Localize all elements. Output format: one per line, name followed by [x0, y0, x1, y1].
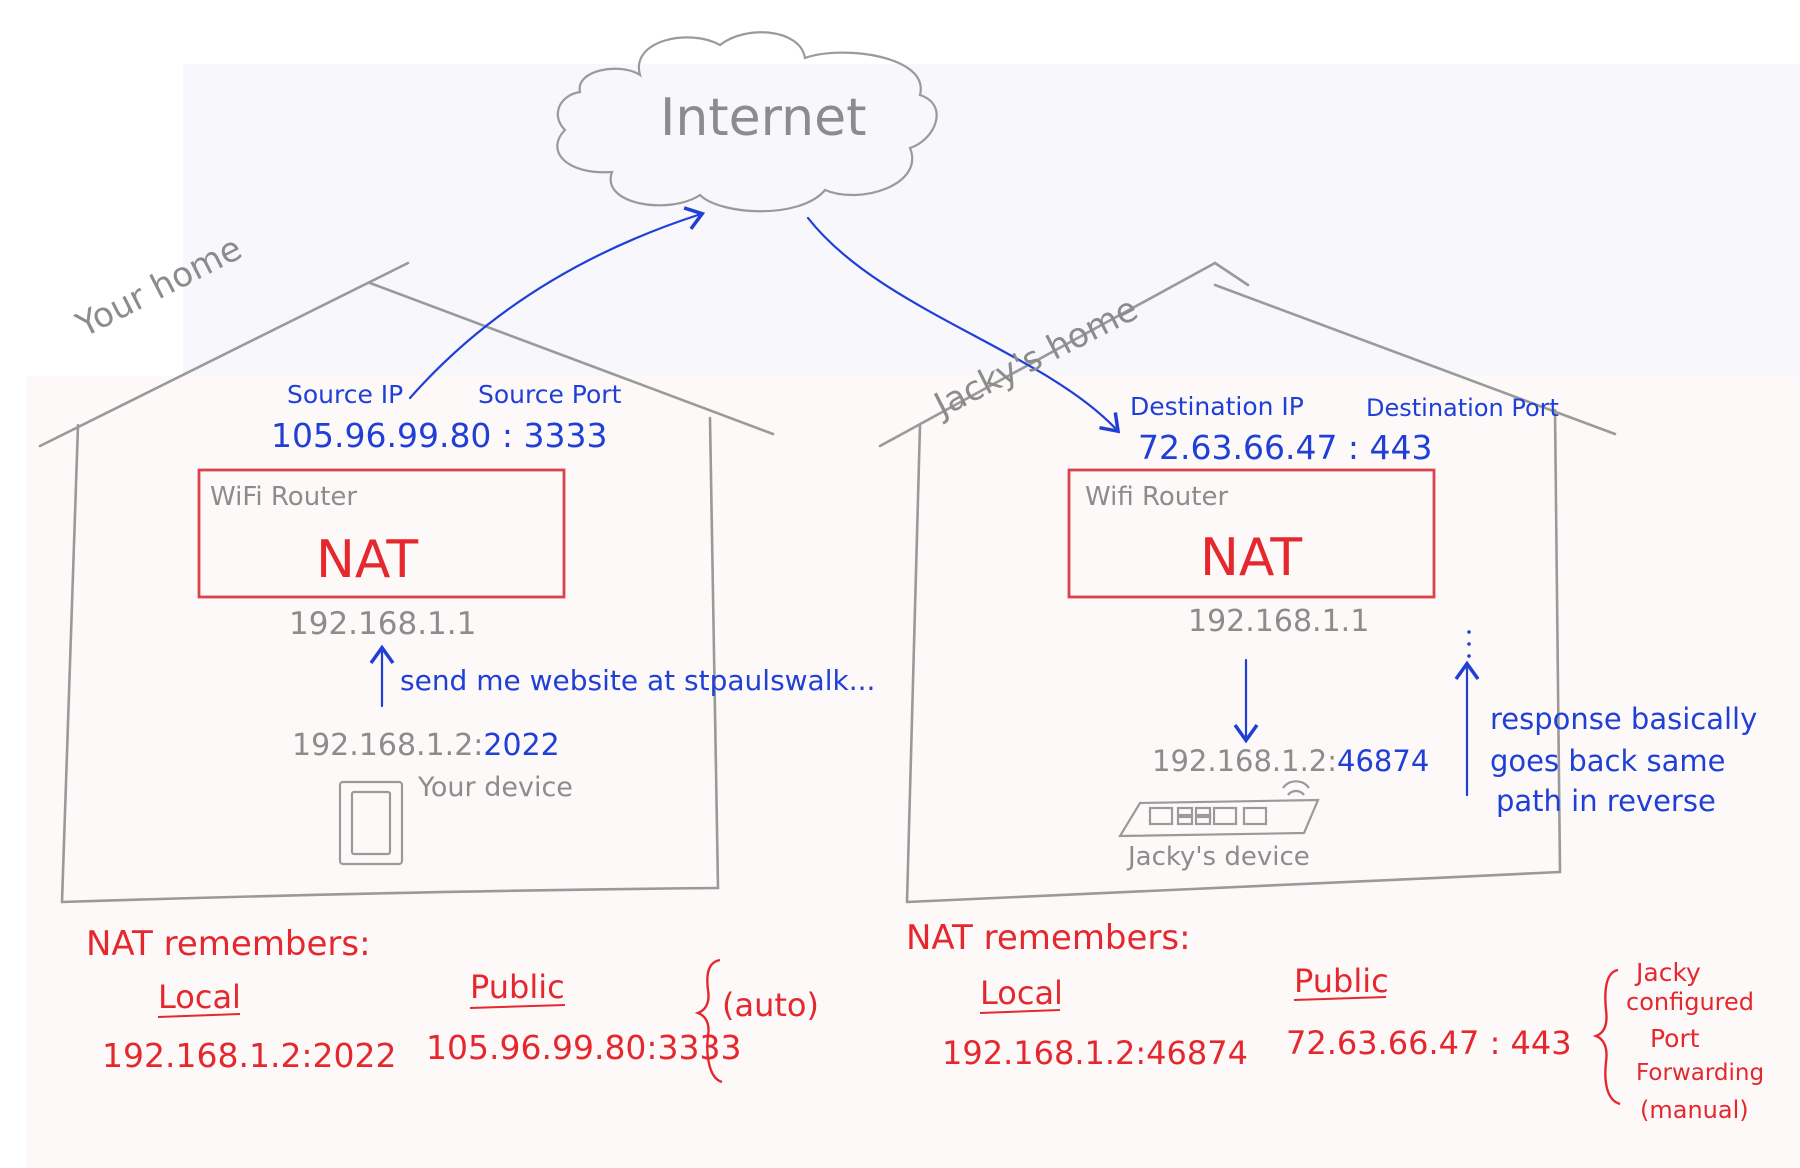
right-local-header: Local	[980, 974, 1063, 1012]
left-local-header: Local	[158, 978, 241, 1016]
background-tint-top	[183, 64, 1800, 376]
port-forwarding-note-3: Port	[1650, 1024, 1700, 1053]
left-house-outline	[38, 261, 775, 904]
right-device-ip: 192.168.1.2:	[1152, 744, 1338, 778]
internet-to-jacky-arrow	[806, 216, 1121, 434]
right-nat-label: NAT	[1200, 528, 1303, 588]
left-public-value: 105.96.99.80:3333	[426, 1028, 742, 1067]
left-local-value: 192.168.1.2:2022	[102, 1036, 397, 1075]
left-router-ip: 192.168.1.1	[289, 606, 477, 642]
destination-port-label: Destination Port	[1366, 394, 1559, 422]
response-note-line-2: goes back same	[1490, 744, 1726, 778]
port-forwarding-note-1: Jacky	[1636, 958, 1701, 987]
port-forwarding-note-5: (manual)	[1640, 1096, 1749, 1124]
destination-ip-label: Destination IP	[1130, 392, 1304, 421]
phone-icon	[338, 780, 404, 866]
internet-label: Internet	[660, 88, 867, 148]
destination-public-address: 72.63.66.47 : 443	[1138, 428, 1433, 467]
left-nat-label: NAT	[316, 530, 419, 590]
left-router-label: WiFi Router	[210, 482, 358, 512]
right-public-header: Public	[1294, 962, 1389, 1000]
left-brace	[694, 958, 723, 1084]
response-note-line-1: response basically	[1490, 702, 1758, 736]
left-device-address: 192.168.1.2:2022	[292, 728, 560, 763]
left-public-header: Public	[470, 968, 565, 1006]
left-nat-remembers-title: NAT remembers:	[86, 924, 371, 964]
right-house-outline	[878, 261, 1617, 904]
source-port-label: Source Port	[478, 380, 622, 409]
source-public-address: 105.96.99.80 : 3333	[271, 416, 608, 455]
right-local-value: 192.168.1.2:46874	[942, 1034, 1248, 1072]
right-device-port: 46874	[1337, 744, 1430, 778]
response-note-line-3: path in reverse	[1496, 784, 1716, 818]
port-forwarding-note-2: configured	[1626, 988, 1754, 1016]
background-tint-bottom	[26, 376, 1800, 1168]
source-ip-label: Source IP	[287, 380, 404, 409]
left-auto-note: (auto)	[722, 986, 819, 1024]
request-text: send me website at stpaulswalk...	[400, 664, 876, 697]
right-nat-remembers-title: NAT remembers:	[906, 918, 1191, 958]
right-device-label: Jacky's device	[1128, 842, 1310, 872]
response-dots	[1467, 630, 1471, 658]
right-router-label: Wifi Router	[1085, 482, 1229, 512]
right-nat-box	[1067, 468, 1436, 599]
laptop-icon	[1118, 780, 1320, 838]
right-brace	[1592, 968, 1621, 1106]
right-device-address: 192.168.1.2:46874	[1152, 744, 1429, 778]
port-forwarding-note-4: Forwarding	[1636, 1060, 1765, 1086]
right-router-ip: 192.168.1.1	[1188, 604, 1370, 639]
left-device-ip: 192.168.1.2:	[292, 728, 484, 763]
outbound-arrow	[408, 206, 706, 400]
internet-cloud	[556, 31, 938, 213]
left-device-label: Your device	[418, 772, 573, 803]
left-device-port: 2022	[483, 728, 560, 763]
right-public-value: 72.63.66.47 : 443	[1286, 1024, 1572, 1062]
left-nat-box	[197, 468, 566, 599]
